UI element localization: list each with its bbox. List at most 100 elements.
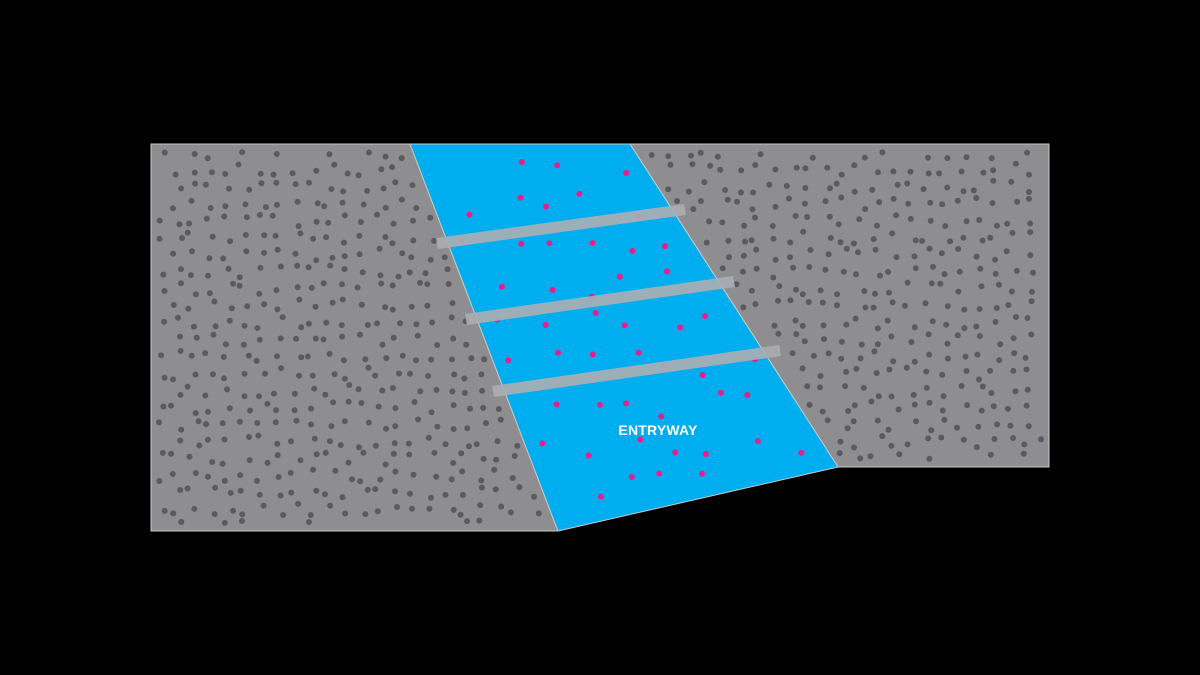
right-zone-dot — [987, 367, 994, 374]
right-zone-dot — [928, 427, 935, 434]
right-zone-dot — [838, 355, 845, 362]
left-zone-dot — [305, 320, 312, 327]
right-zone-dot — [963, 154, 970, 161]
entryway-dot — [754, 438, 761, 445]
left-zone-dot — [243, 248, 250, 255]
right-zone-dot — [851, 162, 858, 169]
right-zone-dot — [703, 239, 710, 246]
right-zone-dot — [838, 338, 845, 345]
entryway-dot — [592, 309, 599, 316]
right-zone-dot — [817, 384, 823, 391]
right-zone-dot — [1010, 335, 1017, 342]
left-zone-dot — [192, 410, 199, 417]
left-zone-dot — [293, 335, 300, 342]
left-zone-dot — [188, 197, 195, 204]
right-zone-dot — [787, 239, 794, 246]
right-zone-dot — [925, 331, 932, 338]
entryway-dot — [662, 243, 668, 250]
left-zone-dot — [308, 421, 314, 428]
left-zone-dot — [339, 494, 346, 501]
left-zone-dot — [226, 317, 233, 324]
left-zone-dot — [237, 472, 244, 479]
right-zone-dot — [689, 161, 696, 168]
right-zone-dot — [907, 168, 914, 175]
right-zone-dot — [926, 399, 933, 406]
left-zone-dot — [392, 405, 399, 412]
right-zone-dot — [888, 442, 895, 449]
left-zone-dot — [273, 151, 280, 157]
right-zone-dot — [890, 168, 897, 175]
right-zone-dot — [877, 272, 883, 279]
right-zone-dot — [834, 302, 840, 309]
left-zone-dot — [391, 440, 398, 447]
right-zone-dot — [697, 198, 704, 204]
left-zone-dot — [278, 365, 285, 372]
left-zone-dot — [264, 459, 271, 466]
left-zone-dot — [254, 420, 261, 426]
left-zone-dot — [340, 357, 347, 364]
right-zone-dot — [701, 179, 708, 186]
right-zone-dot — [896, 451, 903, 458]
left-zone-dot — [156, 217, 163, 224]
right-zone-dot — [911, 324, 918, 331]
right-zone-dot — [836, 450, 843, 457]
right-zone-dot — [980, 169, 987, 176]
right-zone-dot — [926, 455, 933, 462]
left-zone-dot — [349, 476, 355, 483]
right-zone-dot — [992, 270, 999, 277]
right-zone-dot — [685, 188, 692, 195]
right-zone-dot — [726, 254, 732, 261]
left-zone-dot — [392, 468, 399, 475]
right-zone-dot — [973, 253, 980, 260]
left-zone-dot — [398, 155, 405, 162]
left-zone-dot — [509, 475, 516, 481]
entryway-dot — [598, 493, 604, 500]
left-zone-dot — [273, 407, 280, 414]
left-zone-dot — [389, 164, 396, 171]
right-zone-dot — [956, 268, 963, 275]
right-zone-dot — [955, 246, 962, 252]
right-zone-dot — [719, 219, 726, 226]
right-zone-dot — [888, 393, 895, 400]
left-zone-dot — [357, 331, 363, 338]
right-zone-dot — [790, 264, 796, 271]
right-zone-dot — [1012, 160, 1019, 167]
barrier-3 — [492, 345, 781, 397]
left-zone-dot — [389, 385, 396, 391]
left-zone-dot — [449, 388, 456, 395]
right-zone-dot — [870, 304, 877, 311]
left-zone-dot — [205, 272, 211, 279]
right-zone-dot — [852, 315, 859, 322]
entryway-dot — [664, 268, 670, 275]
left-zone-dot — [170, 510, 177, 517]
right-zone-dot — [1005, 302, 1012, 308]
right-zone-dot — [964, 402, 971, 409]
right-zone-dot — [912, 265, 919, 272]
right-zone-dot — [1008, 288, 1015, 295]
right-zone-dot — [1007, 422, 1014, 429]
right-zone-dot — [842, 383, 849, 390]
left-zone-dot — [465, 443, 472, 450]
right-zone-dot — [1004, 220, 1011, 227]
left-zone-dot — [426, 505, 433, 512]
left-zone-dot — [161, 149, 168, 156]
left-zone-dot — [298, 324, 305, 331]
left-zone-dot — [382, 234, 389, 240]
right-zone-dot — [876, 199, 883, 206]
left-zone-dot — [256, 212, 263, 218]
right-zone-dot — [958, 168, 965, 175]
left-zone-dot — [377, 476, 384, 483]
left-zone-dot — [168, 450, 175, 457]
right-zone-dot — [800, 228, 807, 235]
entryway-dot — [589, 351, 596, 358]
left-zone-dot — [195, 418, 202, 425]
left-zone-dot — [224, 386, 230, 393]
left-zone-dot — [442, 441, 449, 448]
entryway-dot — [554, 162, 561, 169]
left-zone-dot — [425, 373, 432, 379]
left-zone-dot — [245, 352, 252, 359]
right-zone-dot — [870, 236, 877, 243]
right-zone-dot — [827, 185, 833, 192]
left-zone-dots — [156, 149, 542, 526]
left-zone-dot — [478, 484, 485, 491]
